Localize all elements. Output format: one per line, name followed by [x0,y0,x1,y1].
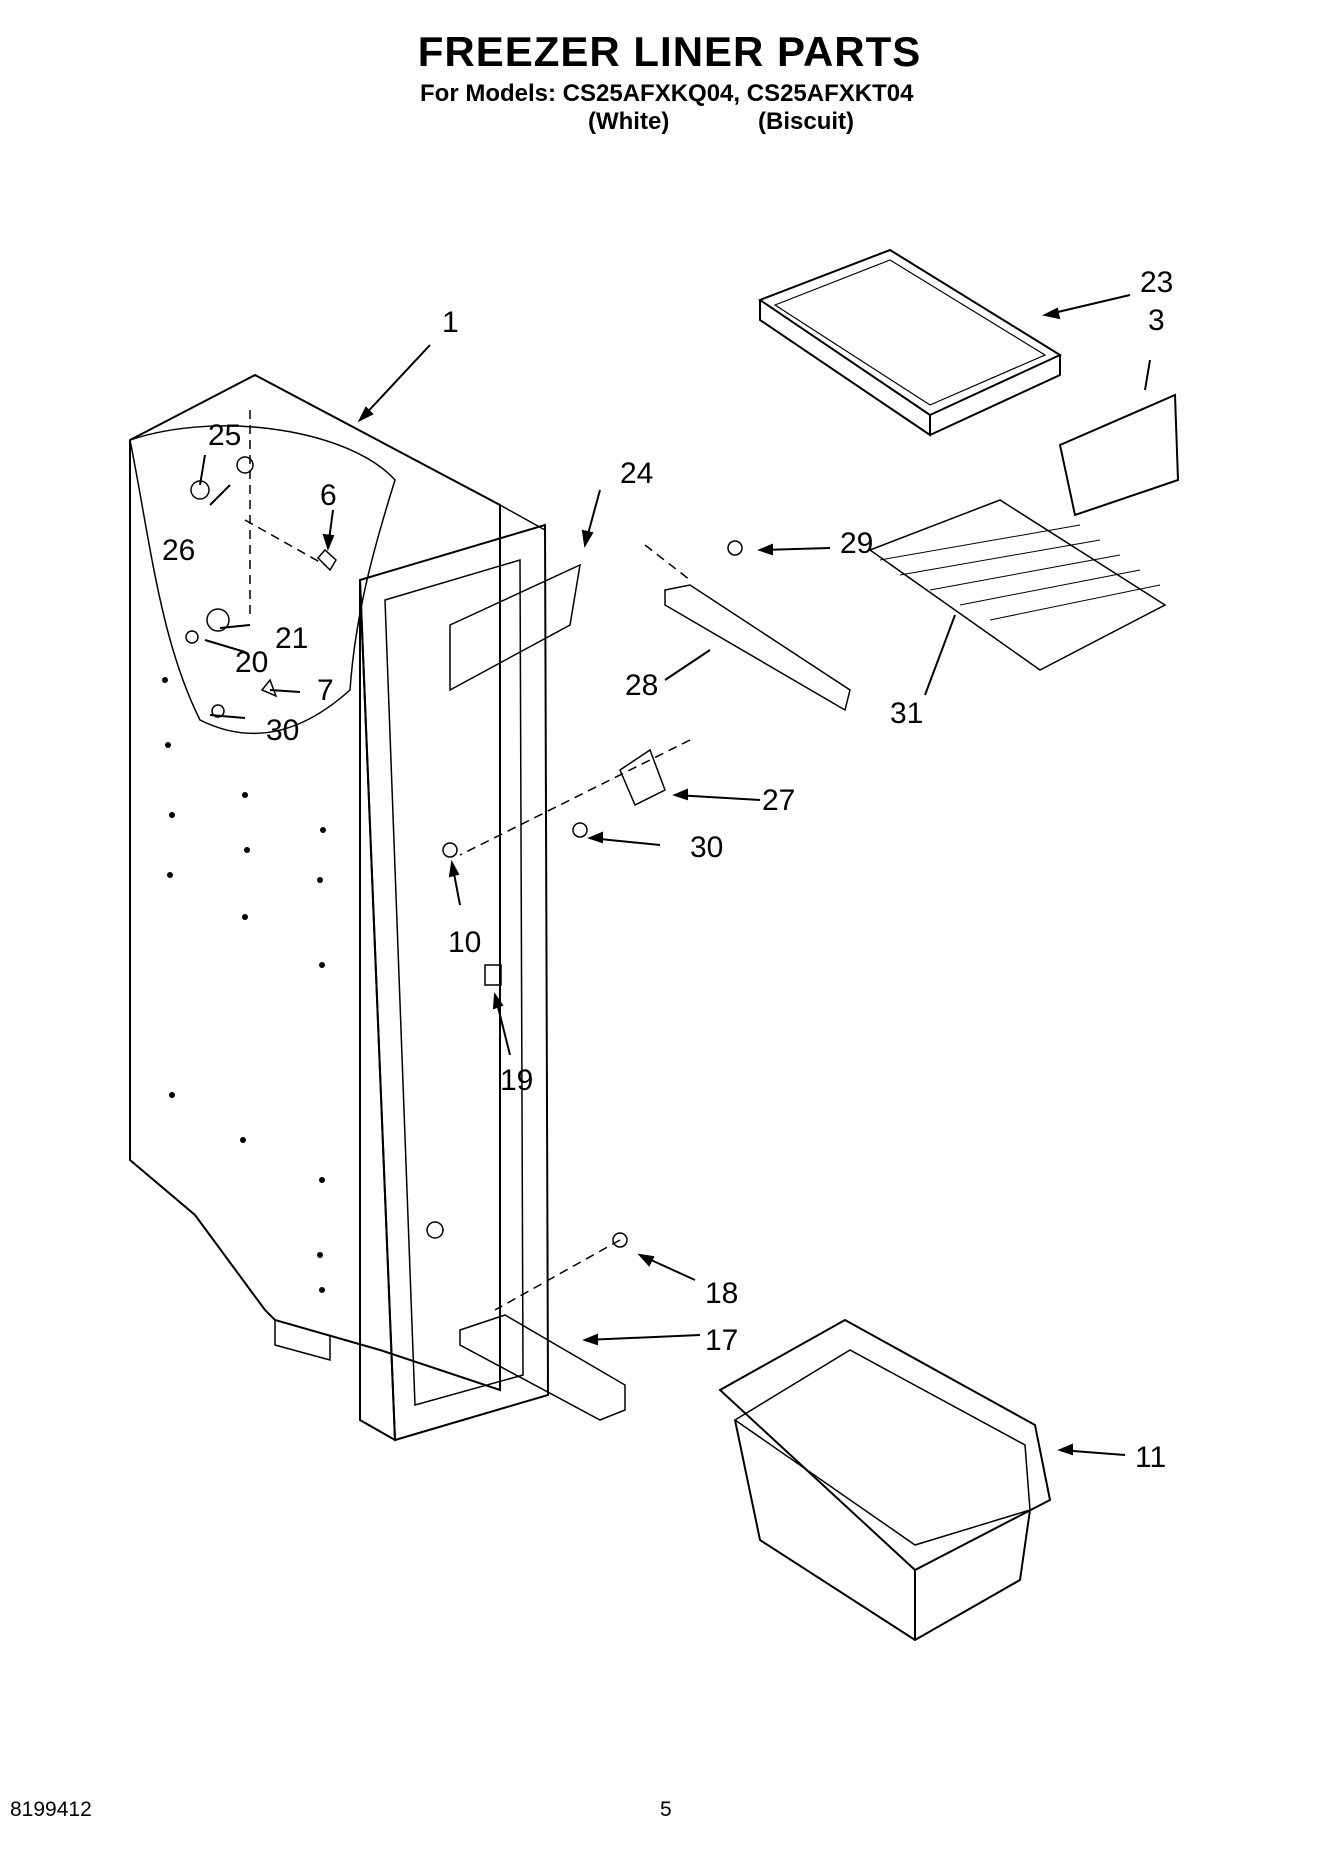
dashed-guides [244,410,691,1311]
page-number: 5 [660,1798,672,1821]
callout-19: 19 [500,1064,533,1097]
callout-11: 11 [1135,1441,1166,1474]
callout-26: 26 [162,534,195,567]
callout-24: 24 [620,457,653,490]
callout-labels: 1 23 3 25 24 26 6 29 21 20 7 28 31 30 27… [162,266,1173,1474]
callout-28: 28 [625,669,658,702]
callout-7: 7 [317,674,334,707]
callout-27: 27 [762,784,795,817]
callout-30-upper: 30 [266,714,299,747]
callout-1: 1 [442,306,459,339]
callout-18: 18 [705,1277,738,1310]
shelf-panel-3 [1058,393,1180,517]
small-hardware [185,456,743,1248]
variant-biscuit: (Biscuit) [758,108,854,135]
callout-17: 17 [705,1324,738,1357]
callout-10: 10 [448,926,481,959]
doc-number: 8199412 [10,1798,92,1821]
callout-29: 29 [840,527,873,560]
callout-21: 21 [275,622,308,655]
variant-white: (White) [588,108,670,135]
freezer-liner-cabinet [129,373,550,1442]
models-line: For Models: CS25AFXKQ04, CS25AFXKT04 [420,80,914,107]
callout-25: 25 [208,419,241,452]
callout-20: 20 [235,646,268,679]
vent-grille-17 [459,1314,626,1421]
callout-23: 23 [1140,266,1173,299]
wire-shelf-31 [868,499,1167,671]
callout-30-lower: 30 [690,831,723,864]
ice-bin-11 [718,1318,1052,1642]
wire-shelf-23 [757,248,1063,437]
callout-31: 31 [890,697,923,730]
callout-6: 6 [320,479,337,512]
leader-arrows [199,294,1151,1456]
trim-strip-part [449,563,581,692]
shelf-bracket-28 [664,584,851,712]
callout-3: 3 [1148,304,1165,337]
page-title: FREEZER LINER PARTS [417,28,922,75]
